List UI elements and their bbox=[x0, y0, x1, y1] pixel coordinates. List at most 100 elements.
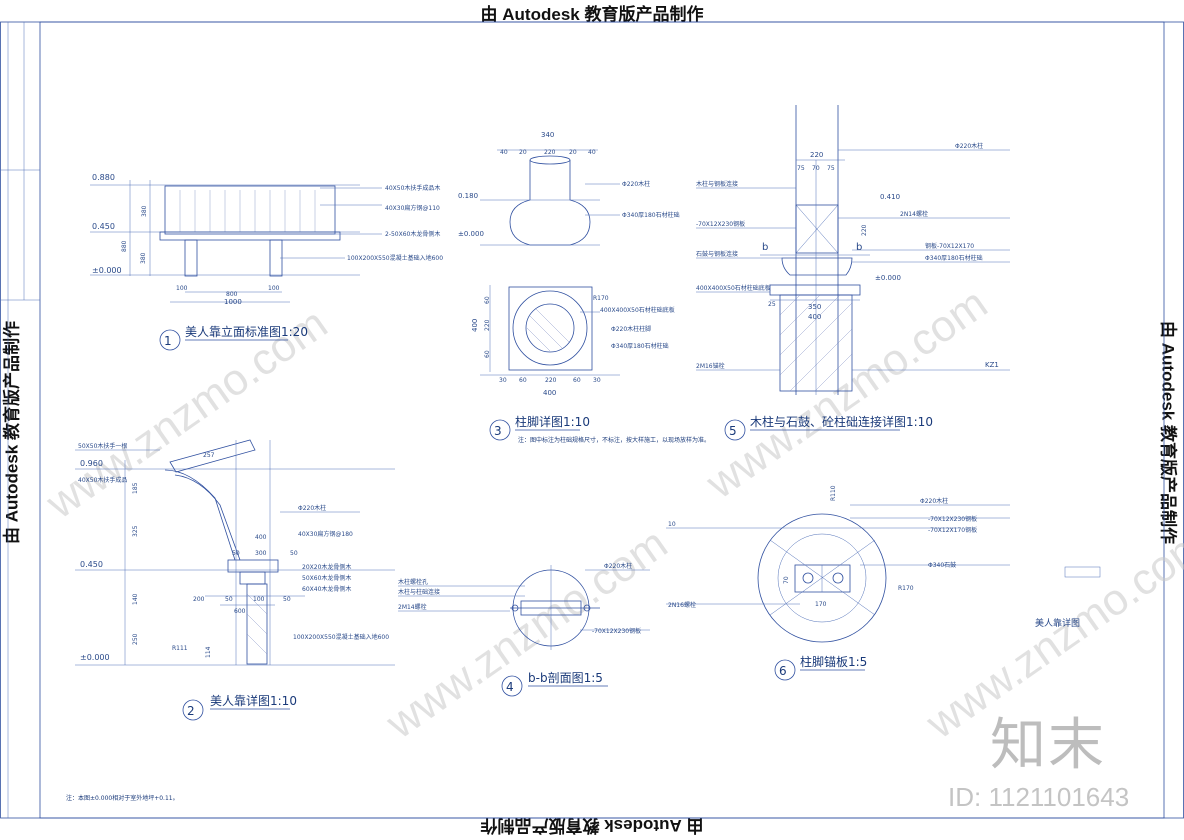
view-3-title: 柱脚详图1:10 bbox=[515, 414, 590, 429]
drawing-annotation: 60 bbox=[484, 350, 491, 358]
drawing-annotation: 400 bbox=[255, 534, 267, 541]
drawing-annotation: 325 bbox=[132, 525, 139, 537]
view-3-note: 注：图中标注为柱础规格尺寸，不标注，按大样施工，以现场放样为准。 bbox=[518, 436, 710, 444]
view-4-number: 4 bbox=[506, 680, 514, 694]
drawing-annotation: 600 bbox=[234, 608, 246, 615]
watermark-brand: 知末 bbox=[990, 713, 1106, 778]
drawing-annotation: 100X200X550混凝土基础入地600 bbox=[293, 633, 389, 641]
drawing-annotation: Φ220木柱 bbox=[622, 180, 650, 188]
drawing-annotation: Φ340厚180石材柱础 bbox=[611, 342, 669, 350]
drawing-annotation: 140 bbox=[132, 593, 139, 605]
drawing-annotation: Φ220木柱 bbox=[298, 504, 326, 512]
watermark-id: ID: 1121101643 bbox=[948, 782, 1130, 812]
drawing-annotation: Φ220木柱 bbox=[955, 142, 983, 150]
drawing-annotation: ±0.000 bbox=[80, 653, 110, 662]
drawing-annotation: 250 bbox=[132, 633, 139, 645]
view-5-number: 5 bbox=[729, 424, 737, 438]
drawing-annotation: 50 bbox=[283, 596, 291, 603]
drawing-annotation: ±0.000 bbox=[92, 266, 122, 275]
drawing-annotation: 75 bbox=[827, 165, 835, 172]
view-2-number: 2 bbox=[187, 704, 195, 718]
drawing-annotation: R111 bbox=[172, 645, 188, 652]
view-1-elevation: 0.880 0.450 ±0.000 380 880 380 100 800 1… bbox=[90, 173, 443, 351]
drawing-annotation: 2-50X60木龙骨侧木 bbox=[385, 230, 440, 238]
drawing-annotation: 30 bbox=[593, 377, 601, 384]
drawing-annotation: 40X50木扶手成品 bbox=[78, 476, 127, 484]
drawing-annotation: 0.450 bbox=[80, 560, 103, 569]
drawing-annotation: 40 bbox=[588, 149, 596, 156]
drawing-annotation: Φ220木柱柱脚 bbox=[611, 325, 651, 333]
drawing-annotation: 20X20木龙骨侧木 bbox=[302, 563, 351, 571]
drawing-annotation: 100X200X550混凝土基础入地600 bbox=[347, 254, 443, 262]
drawing-annotation: 880 bbox=[121, 240, 128, 252]
drawing-annotation: 50 bbox=[232, 550, 240, 557]
drawing-annotation: 60 bbox=[519, 377, 527, 384]
view-3-column-foot: 340 40 20 220 20 40 0.180 ±0.000 Φ220木柱 … bbox=[458, 131, 710, 444]
view-5-title: 木柱与石鼓、砼柱础连接详图1:10 bbox=[750, 414, 933, 429]
drawing-annotation: 70 bbox=[812, 165, 820, 172]
drawing-annotation: 1000 bbox=[224, 298, 242, 306]
drawing-annotation: b bbox=[762, 242, 768, 253]
drawing-annotation: 100 bbox=[253, 596, 265, 603]
drawing-annotation: Φ340厚180石材柱础 bbox=[925, 254, 983, 262]
drawing-annotation: 75 bbox=[797, 165, 805, 172]
drawing-annotation: 300 bbox=[255, 550, 267, 557]
drawing-annotation: 木柱螺栓孔 bbox=[398, 578, 428, 586]
drawing-annotation: -70X12X230钢板 bbox=[928, 515, 977, 523]
drawing-annotation: 60X40木龙骨侧木 bbox=[302, 585, 351, 593]
footer-note: 注：本图±0.000相对于室外地坪+0.11。 bbox=[66, 794, 179, 802]
drawing-annotation: R170 bbox=[593, 295, 609, 302]
drawing-annotation: 114 bbox=[205, 646, 212, 658]
drawing-annotation: 60 bbox=[573, 377, 581, 384]
drawing-annotation: KZ1 bbox=[985, 361, 999, 369]
drawing-annotation: 木柱与柱础连接 bbox=[398, 588, 440, 596]
drawing-annotation: 0.180 bbox=[458, 192, 478, 200]
drawing-annotation: 220 bbox=[810, 151, 823, 159]
drawing-annotation: 50X50木扶手一根 bbox=[78, 442, 127, 450]
drawing-annotation: 2N16螺栓 bbox=[668, 601, 696, 609]
drawing-annotation: 60 bbox=[484, 296, 491, 304]
drawing-annotation: 340 bbox=[541, 131, 554, 139]
drawing-annotation: 50 bbox=[225, 596, 233, 603]
drawing-annotation: 40X30扁方钢@110 bbox=[385, 204, 440, 212]
drawing-annotation: 0.960 bbox=[80, 459, 103, 468]
drawing-annotation: 220 bbox=[545, 377, 557, 384]
drawing-annotation: Φ220木柱 bbox=[604, 562, 632, 570]
drawing-annotation: ±0.000 bbox=[875, 274, 901, 282]
drawing-annotation: 2N14螺栓 bbox=[900, 210, 928, 218]
drawing-annotation: 220 bbox=[484, 319, 491, 331]
side-note: 美人靠详图 bbox=[1035, 617, 1080, 629]
drawing-annotation: 50 bbox=[290, 550, 298, 557]
view-6-number: 6 bbox=[779, 664, 787, 678]
drawing-annotation: 50X60木龙骨侧木 bbox=[302, 574, 351, 582]
drawing-annotation: 0.450 bbox=[92, 222, 115, 231]
view-3-number: 3 bbox=[494, 424, 502, 438]
drawing-annotation: 0.880 bbox=[92, 173, 115, 182]
drawing-annotation: 380 bbox=[140, 252, 147, 264]
view-2-title: 美人靠详图1:10 bbox=[210, 693, 297, 708]
drawing-annotation: 30 bbox=[499, 377, 507, 384]
drawing-annotation: 200 bbox=[193, 596, 205, 603]
drawing-annotation: 257 bbox=[203, 452, 215, 459]
drawing-annotation: 220 bbox=[861, 224, 868, 236]
drawing-annotation: 20 bbox=[569, 149, 577, 156]
drawing-annotation: R110 bbox=[830, 485, 837, 501]
view-1-number: 1 bbox=[164, 334, 172, 348]
drawing-annotation: -70X12X230钢板 bbox=[696, 220, 745, 228]
drawing-annotation: Φ340石鼓 bbox=[928, 561, 956, 569]
view-1-title: 美人靠立面标准图1:20 bbox=[185, 324, 308, 339]
drawing-annotation: -70X12X170钢板 bbox=[928, 526, 977, 534]
drawing-annotation: 400 bbox=[808, 313, 821, 321]
inner-frame bbox=[39, 21, 1165, 819]
drawing-annotation: 350 bbox=[808, 303, 821, 311]
drawing-annotation: 100 bbox=[268, 285, 280, 292]
drawing-annotation: 石鼓与钢板连接 bbox=[696, 250, 738, 258]
side-note-box bbox=[1064, 566, 1101, 578]
drawing-annotation: 2M16锚栓 bbox=[696, 362, 725, 370]
stamp-top: 由 Autodesk 教育版产品制作 bbox=[480, 5, 704, 24]
drawing-annotation: 400 bbox=[471, 319, 479, 332]
view-2-section: 0.960 0.450 ±0.000 257 400 50 300 50 200… bbox=[75, 439, 395, 721]
drawing-annotation: 400X400X50石材柱础底板 bbox=[600, 306, 675, 314]
drawing-annotation: ±0.000 bbox=[458, 230, 484, 238]
drawing-annotation: 185 bbox=[132, 482, 139, 494]
